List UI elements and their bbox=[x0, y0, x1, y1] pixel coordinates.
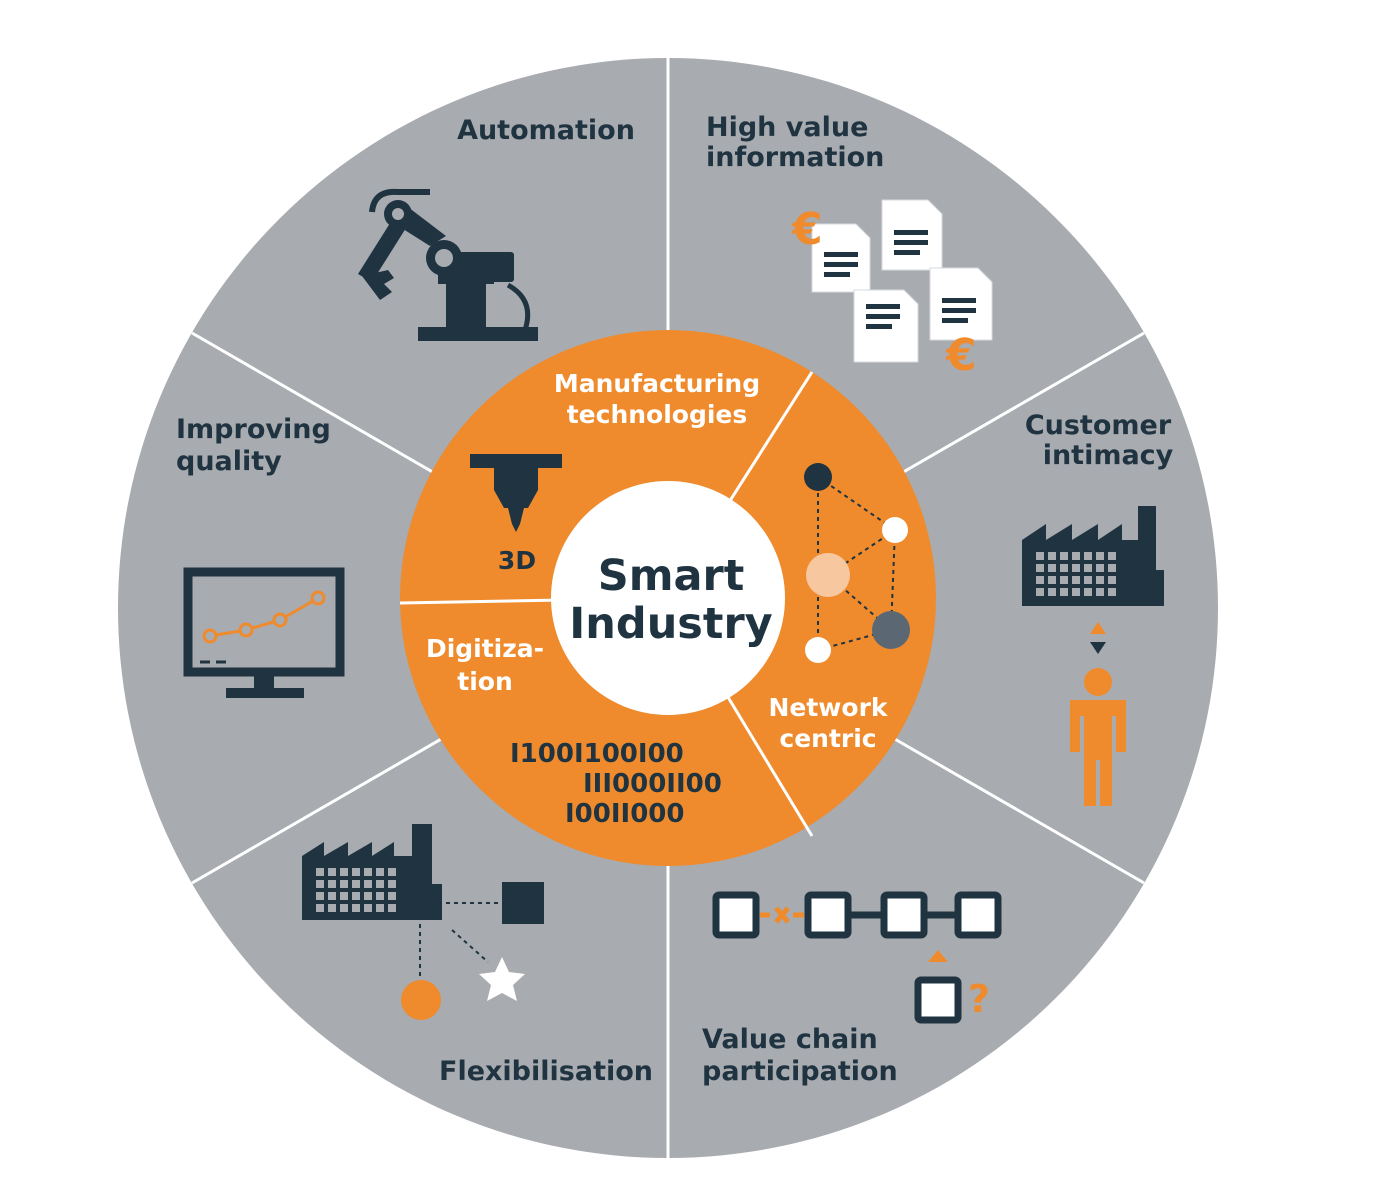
value-chain-label-line1: Value chain bbox=[702, 1024, 878, 1055]
network-graph-icon bbox=[804, 463, 910, 663]
documents-icon bbox=[811, 199, 993, 363]
manufacturing-label-line2: technologies bbox=[567, 400, 748, 429]
binary-line-2: III000II00 bbox=[583, 769, 722, 799]
network-label-line2: centric bbox=[779, 724, 876, 753]
network-label-line1: Network bbox=[768, 693, 888, 722]
monitor-chart-icon bbox=[183, 567, 345, 698]
customer-label-line1: Customer bbox=[1025, 410, 1172, 441]
factory-network-icon bbox=[302, 824, 544, 1020]
digitization-label-line1: Digitiza- bbox=[426, 634, 544, 663]
factory-icon bbox=[1022, 506, 1164, 606]
digitization-label-line2: tion bbox=[457, 667, 513, 696]
flexibilisation-label: Flexibilisation bbox=[439, 1056, 653, 1087]
question-mark: ? bbox=[968, 977, 990, 1021]
binary-line-3: I00II000 bbox=[565, 799, 684, 829]
person-icon bbox=[1070, 668, 1126, 806]
robot-arm-icon bbox=[358, 188, 538, 341]
customer-label-line2: intimacy bbox=[1043, 440, 1174, 471]
bidirectional-arrow-icon bbox=[1090, 622, 1106, 654]
high-value-label-line1: High value bbox=[706, 112, 868, 143]
manufacturing-label-line1: Manufacturing bbox=[554, 369, 760, 398]
value-chain-label-line2: participation bbox=[702, 1056, 898, 1087]
euro-symbol-top: € bbox=[791, 204, 823, 255]
3d-printer-icon bbox=[470, 454, 562, 532]
3d-label: 3D bbox=[498, 546, 536, 575]
chain-icon bbox=[712, 891, 1002, 1024]
center-title-line1: Smart bbox=[598, 551, 745, 601]
automation-label: Automation bbox=[457, 115, 635, 146]
binary-line-1: I100I100I00 bbox=[510, 739, 684, 769]
quality-label-line1: Improving bbox=[176, 414, 331, 445]
center-circle bbox=[551, 481, 785, 715]
euro-symbol-bottom: € bbox=[945, 330, 977, 381]
center-title-line2: Industry bbox=[569, 599, 772, 649]
quality-label-line2: quality bbox=[176, 446, 282, 477]
high-value-label-line2: information bbox=[706, 142, 884, 173]
